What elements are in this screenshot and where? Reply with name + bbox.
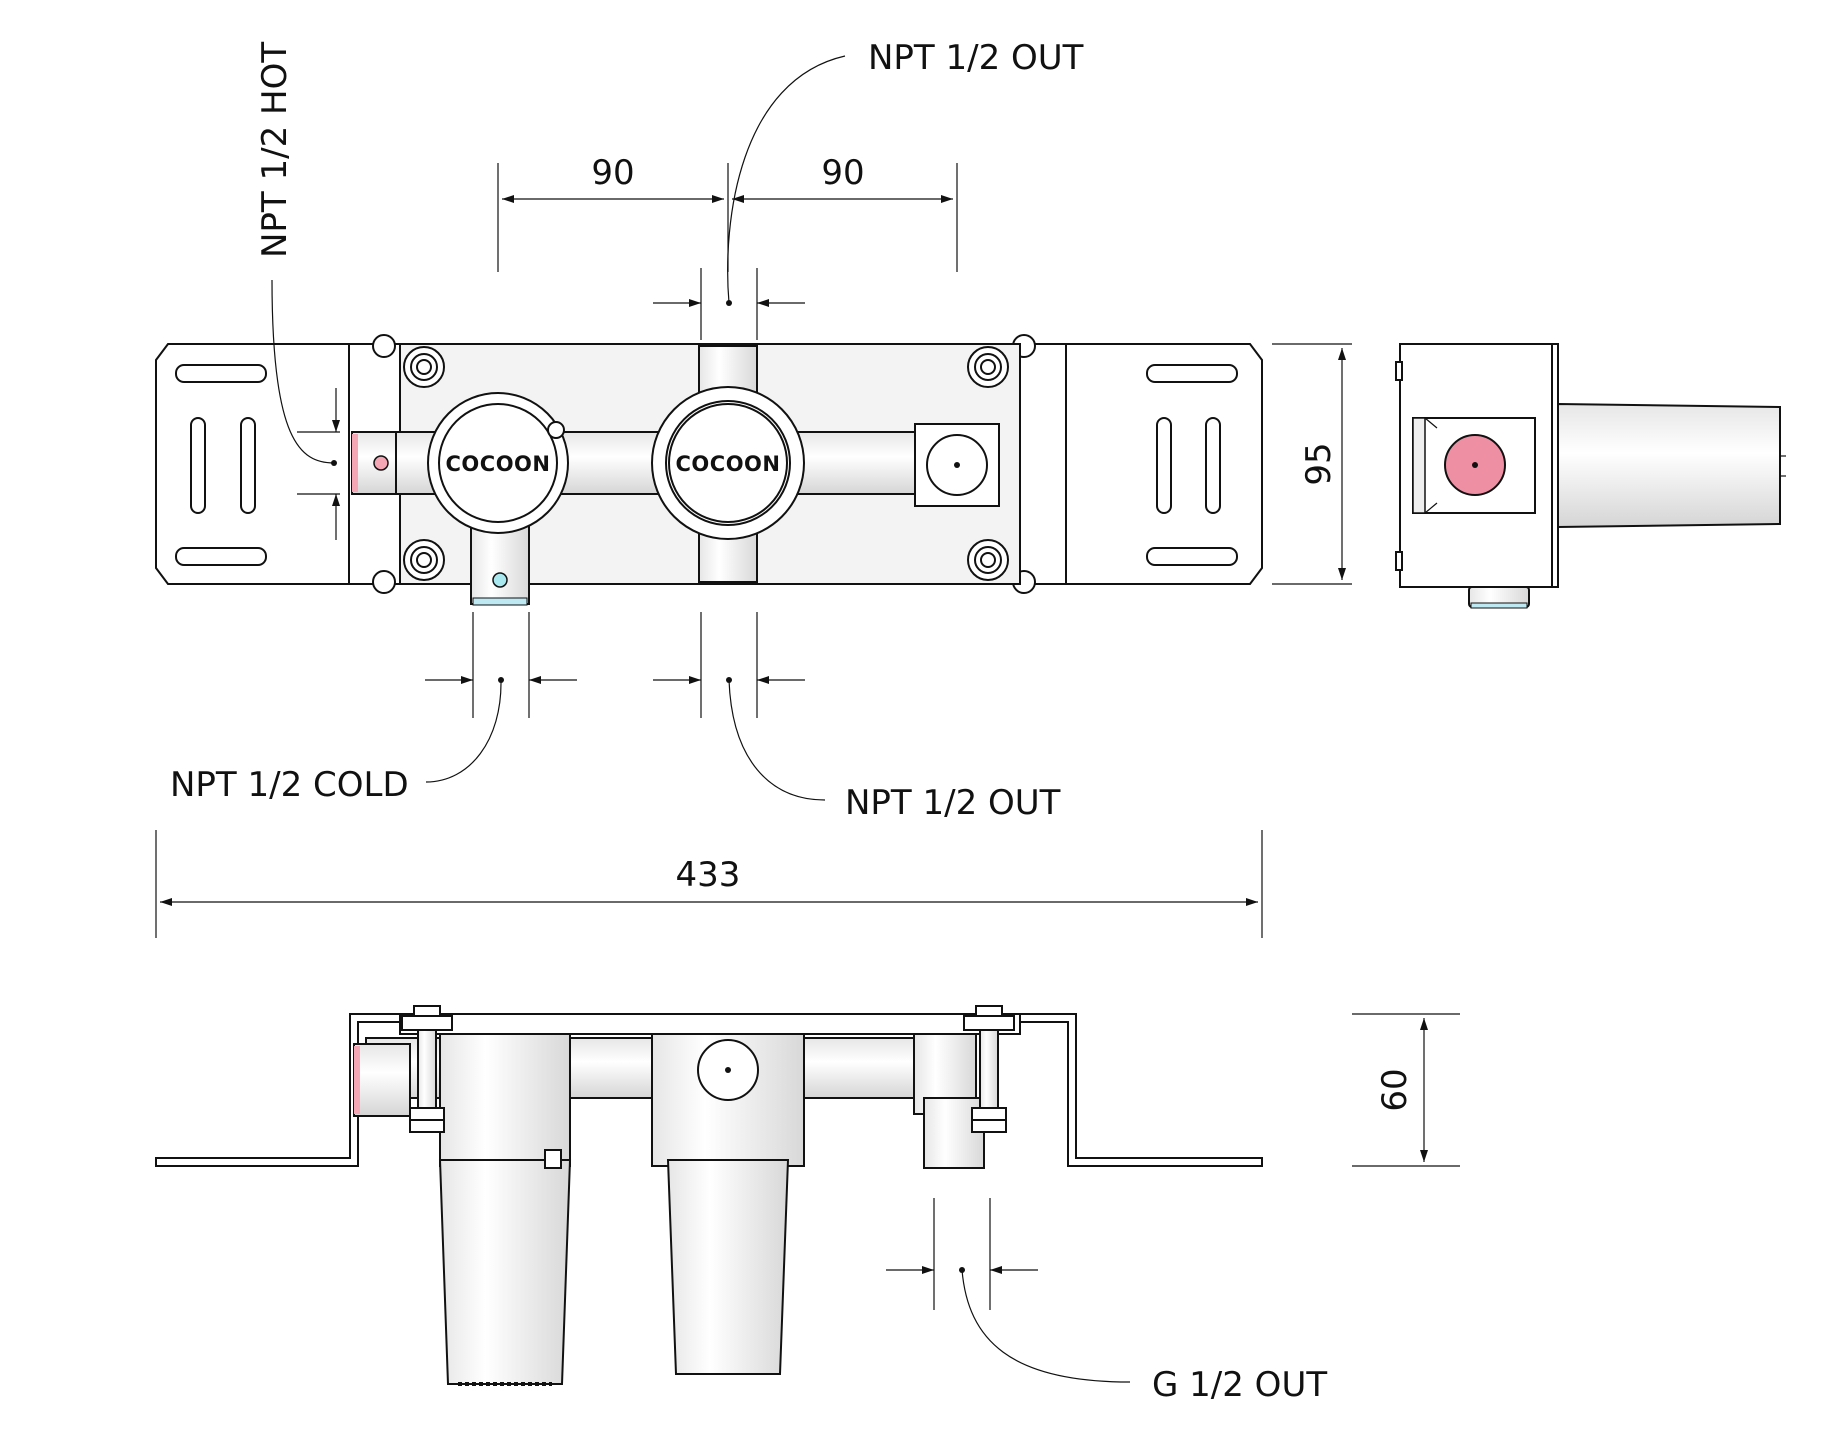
valve-cap-right: COCOON xyxy=(651,386,805,540)
bottom-dimensions: 60 G 1/2 OUT xyxy=(886,1013,1460,1405)
slot xyxy=(240,417,256,514)
callouts-front: NPT 1/2 OUT NPT 1/2 HOT NPT 1/2 COLD NPT… xyxy=(170,38,1084,823)
screw xyxy=(967,346,1009,388)
dim-height: 95 xyxy=(1299,442,1339,485)
bottom-view xyxy=(155,1005,1263,1386)
hot-marker xyxy=(373,455,389,471)
side-view xyxy=(1395,343,1786,609)
front-view: COCOON COCOON xyxy=(155,334,1263,606)
dim-left-spacing: 90 xyxy=(591,153,634,193)
bolt xyxy=(401,1005,453,1133)
valve-cap-left: COCOON xyxy=(427,392,569,534)
slot xyxy=(175,364,267,383)
bolt xyxy=(963,1005,1015,1133)
slot xyxy=(190,417,206,514)
callout-cold: NPT 1/2 COLD xyxy=(170,765,409,805)
callout-g-out: G 1/2 OUT xyxy=(1152,1365,1327,1405)
dim-total-length: 433 xyxy=(676,855,741,895)
callout-out-top: NPT 1/2 OUT xyxy=(868,38,1084,78)
slot xyxy=(175,547,267,566)
slot xyxy=(1156,417,1172,514)
slot xyxy=(1205,417,1221,514)
screw xyxy=(967,539,1009,581)
screw xyxy=(403,346,445,388)
callout-hot: NPT 1/2 HOT xyxy=(255,42,295,258)
screw xyxy=(403,539,445,581)
callout-out-bottom: NPT 1/2 OUT xyxy=(845,783,1061,823)
brand-label-right: COCOON xyxy=(676,452,781,476)
front-dimensions: 90 90 433 xyxy=(155,153,1263,938)
slot xyxy=(1146,547,1238,566)
side-dimensions: 95 xyxy=(1272,343,1352,585)
cold-marker xyxy=(492,572,508,588)
brand-label-left: COCOON xyxy=(446,452,551,476)
dim-right-spacing: 90 xyxy=(821,153,864,193)
slot xyxy=(1146,364,1238,383)
dim-depth: 60 xyxy=(1375,1068,1415,1111)
